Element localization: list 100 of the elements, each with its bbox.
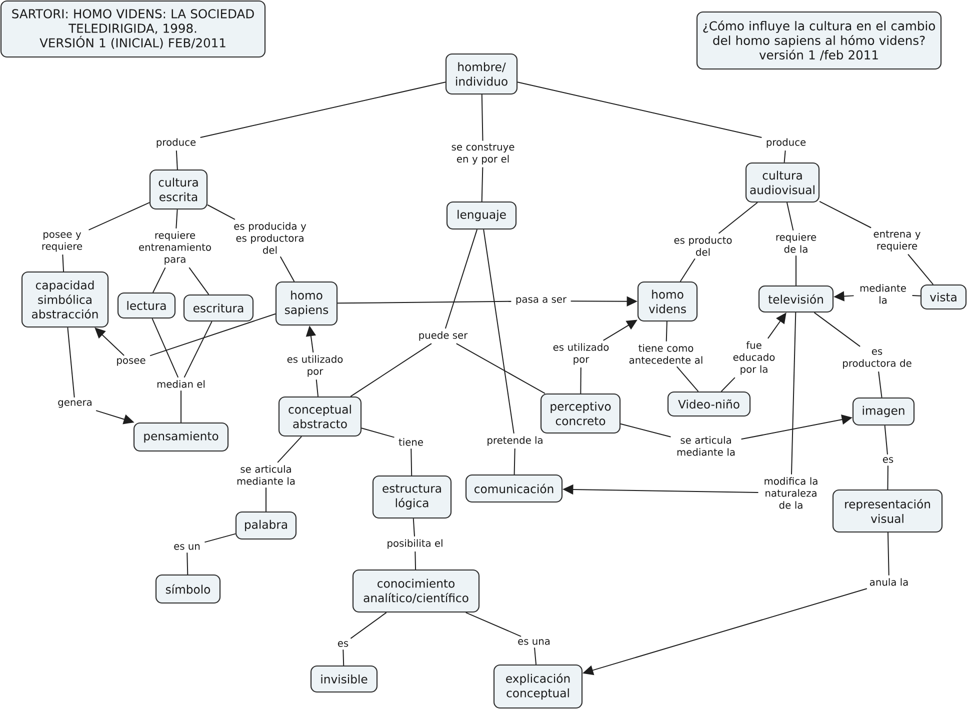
linking-phrase: es <box>338 641 348 647</box>
linking-phrase: es productora de <box>843 349 912 369</box>
linking-phrase: entrena y requiere <box>874 230 920 252</box>
concept-box: cultura audiovisual <box>745 162 820 203</box>
connector-line <box>912 294 921 296</box>
connector-line <box>517 82 762 138</box>
connector-line <box>152 267 166 293</box>
connector-line <box>887 465 888 490</box>
concept-box: pensamiento <box>133 422 229 452</box>
concept-box: lectura <box>117 292 176 319</box>
linking-phrase: es utilizado por <box>553 343 609 365</box>
connector-line <box>878 371 882 398</box>
connector-line <box>67 327 75 398</box>
connector-line <box>350 343 432 397</box>
connector-line <box>150 313 276 356</box>
linking-phrase: posibilita el <box>388 539 442 549</box>
connector-line <box>481 94 484 142</box>
connector-line <box>207 204 236 220</box>
connector-line <box>152 318 179 378</box>
concept-box: lenguaje <box>446 201 517 230</box>
connector-line <box>277 436 302 463</box>
linking-phrase: tiene <box>398 438 423 446</box>
connector-line <box>280 256 295 282</box>
connector-line <box>184 321 212 378</box>
linking-phrase: se articula mediante la <box>677 436 735 456</box>
connector-line <box>62 254 64 272</box>
connector-line <box>534 647 537 665</box>
connector-line <box>580 367 582 394</box>
linking-phrase: modifica la naturaleza de la <box>764 477 818 509</box>
connector-line <box>908 254 934 285</box>
connector-line <box>514 448 516 475</box>
connector-line <box>819 200 872 228</box>
linking-phrase: posee y requiere <box>42 232 82 252</box>
linking-phrase: es un <box>174 544 200 550</box>
concept-box: símbolo <box>155 574 221 604</box>
connector-line <box>337 300 512 304</box>
concept-box: homo sapiens <box>275 281 338 326</box>
arrow <box>94 328 125 356</box>
connector-line <box>414 551 416 570</box>
linking-phrase: posee <box>117 358 146 366</box>
connector-line <box>180 390 182 423</box>
linking-phrase: puede ser <box>419 331 468 341</box>
connector-line <box>887 532 890 576</box>
linking-phrase: es <box>882 457 894 463</box>
connector-line <box>784 150 786 163</box>
linking-phrase: es producto del <box>674 236 732 256</box>
concept-box: Video-niño <box>667 391 751 417</box>
linking-phrase: requiere de la <box>776 233 816 253</box>
connector-line <box>620 423 672 438</box>
connector-line <box>718 202 758 234</box>
connector-line <box>412 518 416 537</box>
linking-phrase: fue educado por la <box>733 341 775 375</box>
connector-line <box>350 612 387 639</box>
concept-box: televisión <box>758 285 834 313</box>
concept-box: conceptual abstracto <box>278 396 362 437</box>
connector-line <box>790 312 796 475</box>
linking-phrase: produce <box>156 138 196 148</box>
concept-box: explicación conceptual <box>493 664 583 709</box>
connector-line <box>176 209 178 229</box>
connector-line <box>720 377 736 392</box>
connector-line <box>884 425 888 455</box>
connector-line <box>88 202 150 230</box>
concept-box: escritura <box>183 294 254 322</box>
linking-phrase: se construye en y por el <box>452 144 514 164</box>
linking-phrase: es utilizado por <box>287 355 343 377</box>
linking-phrase: es producida y es productora del <box>234 222 306 254</box>
connector-line <box>204 533 236 543</box>
concept-box: representación visual <box>832 489 943 533</box>
connector-line <box>316 379 319 397</box>
concept-box: estructura lógica <box>372 475 452 519</box>
connector-line <box>680 258 696 282</box>
linking-phrase: requiere entrenamiento para <box>139 231 211 265</box>
linking-phrase: produce <box>766 138 806 148</box>
connector-line <box>814 312 861 347</box>
connector-line <box>410 448 412 476</box>
concept-box: palabra <box>235 511 297 540</box>
concept-box: homo videns <box>637 281 698 322</box>
connector-line <box>176 150 178 170</box>
connector-line <box>444 229 478 329</box>
concept-box: vista <box>920 284 967 310</box>
connector-line <box>342 649 344 666</box>
linking-phrase: pretende la <box>488 436 542 446</box>
linking-phrase: es una <box>518 639 550 645</box>
connector-line <box>786 202 794 231</box>
concept-box: hombre/ individuo <box>445 53 518 95</box>
concept-box: comunicación <box>465 474 563 503</box>
question-box: ¿Cómo influye la cultura en el cambio del homo sapiens al hómo videns? versión 1 /feb 2011 <box>696 11 942 70</box>
linking-phrase: genera <box>58 400 92 408</box>
concept-box: invisible <box>310 665 378 693</box>
connector-line <box>186 552 188 575</box>
connector-line <box>188 267 210 295</box>
connector-line <box>481 166 484 202</box>
linking-phrase: se articula mediante la <box>237 465 295 485</box>
linking-phrase: mediante la <box>860 284 906 304</box>
connector-line <box>200 82 446 138</box>
linking-phrase: pasa a ser <box>516 297 567 305</box>
concept-box: perceptivo concreto <box>540 393 621 434</box>
linking-phrase: median el <box>157 380 205 388</box>
concept-box: cultura escrita <box>149 169 208 210</box>
title-box: SARTORI: HOMO VIDENS: LA SOCIEDAD TELEDIRIGIDA, 1998. VERSIÓN 1 (INICIAL) FEB/2011 <box>0 0 266 58</box>
